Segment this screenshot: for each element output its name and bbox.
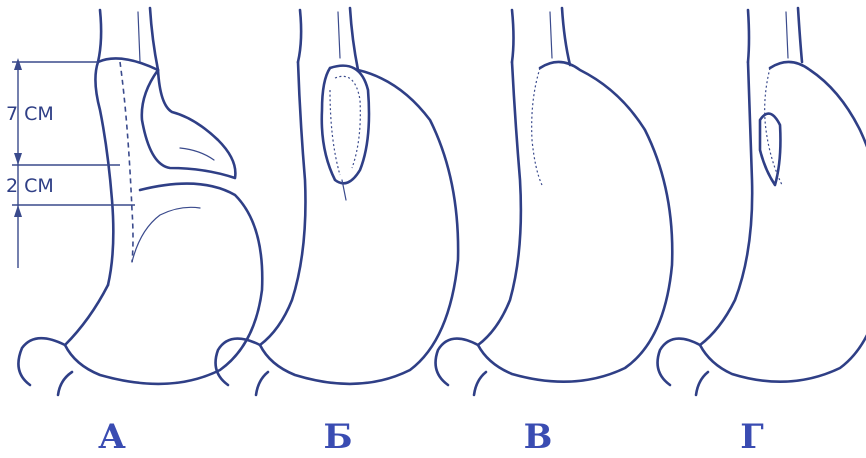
measurement-markers: 7 СМ 2 СМ xyxy=(6,58,135,268)
panel-label-a: А xyxy=(98,417,126,457)
measurement-label-upper: 7 СМ xyxy=(6,103,54,125)
panel-a-drawing xyxy=(18,8,262,395)
panel-b-drawing xyxy=(216,8,459,395)
measurement-label-lower: 2 СМ xyxy=(6,175,54,197)
arrow-up-icon xyxy=(14,205,22,217)
panel-v-drawing xyxy=(436,8,673,395)
panel-label-g: Г xyxy=(740,417,764,457)
panel-label-v: В xyxy=(524,417,553,457)
panel-label-b: Б xyxy=(323,417,352,457)
panel-g-drawing xyxy=(658,8,866,395)
arrow-up-icon xyxy=(14,58,22,70)
arrow-down-icon xyxy=(14,153,22,165)
